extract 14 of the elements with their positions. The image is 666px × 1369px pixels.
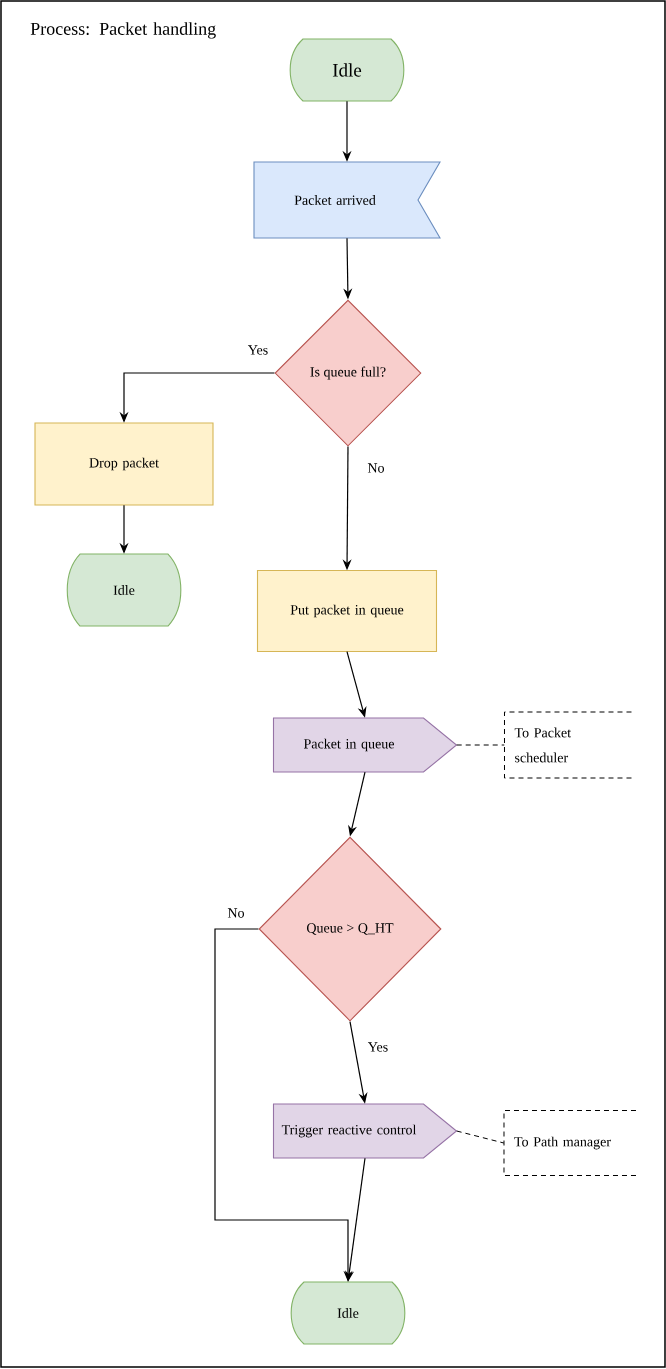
dashed-connector xyxy=(456,744,505,746)
signal-box: Packet in queue xyxy=(272,717,458,773)
dashed-connector xyxy=(456,1130,505,1144)
edge-label: Yes xyxy=(366,1041,390,1053)
signal-box: Trigger reactive control xyxy=(272,1103,458,1159)
process-box: Put packet in queue xyxy=(256,569,438,653)
edge-label: No xyxy=(226,907,246,919)
signal-box: Packet arrived xyxy=(253,161,441,239)
annotation-bracket: To Packet scheduler xyxy=(504,711,632,779)
annotation-bracket: To Path manager xyxy=(503,1110,637,1176)
edge-label: Yes xyxy=(246,344,270,356)
edge-label: No xyxy=(366,462,386,474)
process-box: Drop packet xyxy=(34,422,214,506)
title: Process: Packet handling xyxy=(30,22,216,39)
